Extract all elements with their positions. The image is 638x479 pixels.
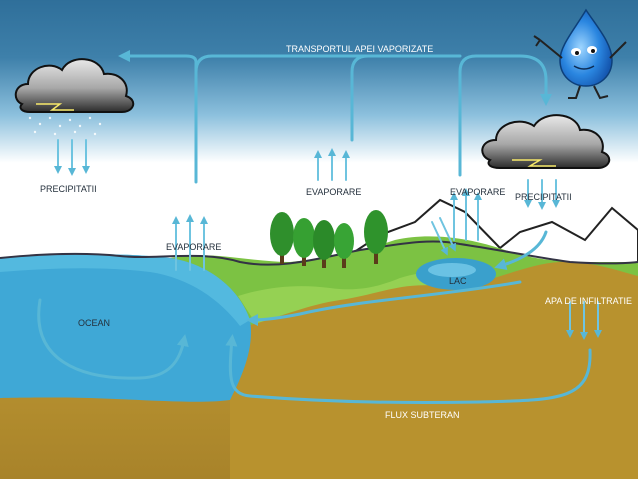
label-ocean: OCEAN <box>78 318 111 328</box>
label-transport: TRANSPORTUL APEI VAPORIZATE <box>286 44 434 54</box>
label-infiltration: APA DE INFILTRATIE <box>545 296 633 306</box>
flow-arrows <box>37 50 592 405</box>
rain-cloud-icon <box>14 58 135 136</box>
label-precipitation-left: PRECIPITATII <box>40 184 97 194</box>
label-evaporation-ocean: EVAPORARE <box>166 242 222 252</box>
label-evaporation-trees: EVAPORARE <box>306 187 362 197</box>
rain-cloud-icon <box>481 114 611 169</box>
raindrop-mascot-icon <box>533 8 627 100</box>
precipitation-arrows <box>54 139 602 340</box>
label-precipitation-right: PRECIPITATII <box>515 192 572 202</box>
label-lake: LAC <box>449 276 467 286</box>
ocean <box>0 254 251 402</box>
label-evaporation-lake: EVAPORARE <box>450 187 506 197</box>
label-underground-flux: FLUX SUBTERAN <box>385 410 460 420</box>
tree-icon <box>270 210 388 268</box>
evaporation-arrows <box>172 148 482 271</box>
soil-hills <box>230 261 638 479</box>
